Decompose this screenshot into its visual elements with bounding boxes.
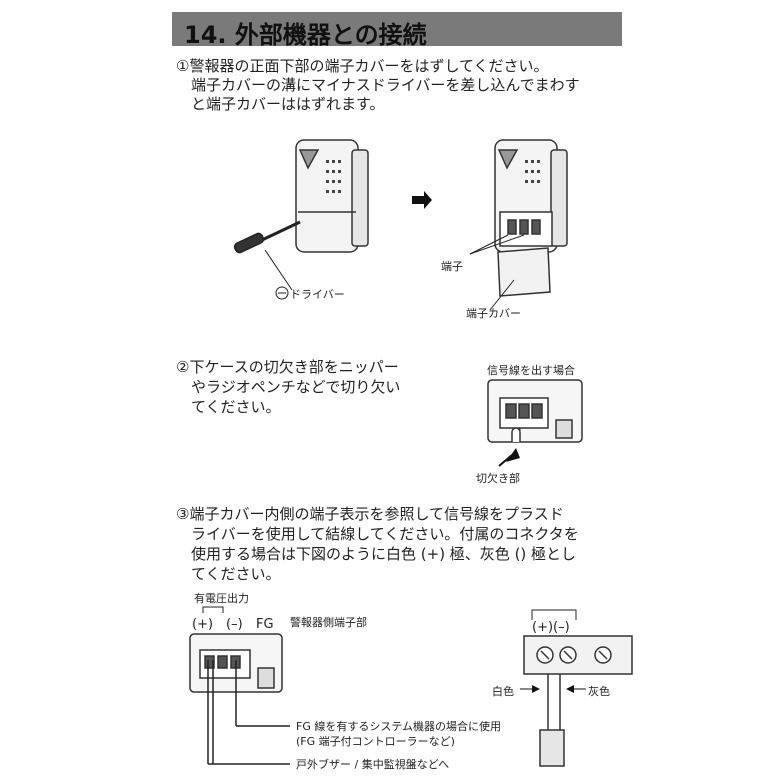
section-header: 14. 外部機器との接続 (172, 12, 622, 49)
step3-line2: ライバーを使用して結線してください。付属のコネクタを (176, 525, 579, 543)
bottom-case-diagram (487, 379, 583, 443)
gray-arrow-icon (566, 685, 574, 693)
label-white: 白色 (492, 685, 514, 698)
label-driver: ドライバー (290, 288, 345, 301)
step2-line3: てください。 (176, 398, 281, 416)
label-plus: (+) (192, 617, 214, 632)
step1-line3: と端子カバーははずれます。 (176, 95, 385, 113)
section-title: 14. 外部機器との接続 (184, 21, 427, 49)
label-fg: FG (256, 617, 274, 632)
label-minus: (–) (226, 617, 243, 632)
driver-leader-line (264, 249, 293, 291)
label-signal-line: 信号線を出す場合 (487, 364, 575, 377)
step3-line4: てください。 (176, 565, 281, 583)
step1-line1: ①警報器の正面下部の端子カバーをはずしてください。 (176, 57, 549, 75)
voltage-bracket (202, 606, 224, 613)
label-terminal-cover: 端子カバー (466, 307, 521, 320)
connector-diagram (523, 635, 633, 767)
label-fg-note1: FG 線を有するシステム機器の場合に使用 (296, 720, 502, 733)
label-alarm-side-terminal: 警報器側端子部 (290, 616, 367, 629)
alarm-device-closed (295, 139, 369, 253)
step2-line1: ②下ケースの切欠き部をニッパー (176, 358, 399, 376)
label-notch: 切欠き部 (476, 472, 520, 485)
connector-bracket (531, 609, 577, 620)
label-terminal: 端子 (441, 260, 463, 273)
label-voltage-output: 有電圧出力 (194, 592, 249, 605)
step3-line1: ③端子カバー内側の端子表示を参照して信号線をプラスド (176, 505, 564, 523)
step2-line2: やラジオペンチなどで切り欠い (176, 378, 401, 396)
label-connector-polarity: (+)(–) (532, 620, 570, 635)
screwdriver-icon (233, 220, 301, 254)
alarm-device-open (494, 139, 568, 297)
step1-line2: 端子カバーの溝にマイナスドライバーを差し込んでまわす (176, 76, 580, 94)
right-arrow-icon (412, 191, 432, 209)
minus-circle-icon (275, 286, 289, 300)
label-buzzer: 戸外ブザー / 集中監視盤などへ (296, 758, 450, 771)
label-fg-note2: (FG 端子付コントローラーなど) (296, 735, 455, 748)
step3-line3: 使用する場合は下図のように白色 (+) 極、灰色 () 極とし (176, 545, 577, 563)
white-arrow-icon (532, 685, 540, 693)
notch-arrow-icon (506, 448, 520, 462)
label-gray: 灰色 (588, 685, 610, 698)
